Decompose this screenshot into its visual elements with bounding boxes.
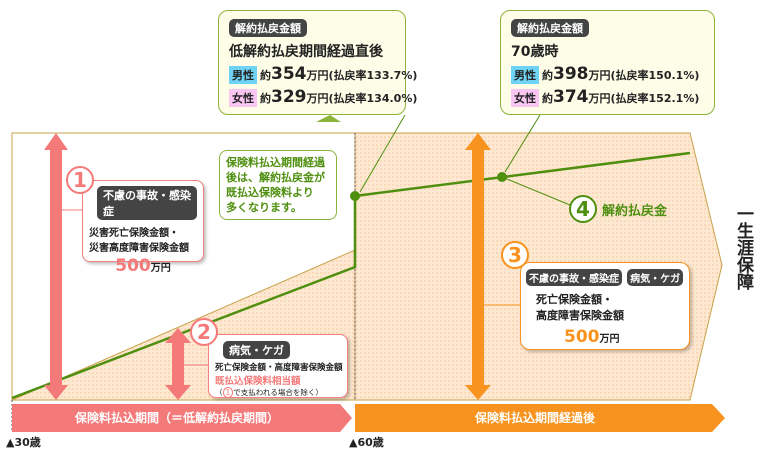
benefit-amount: 500 [115,256,151,276]
female-row: 女性約329万円(払戻率134.0%) [229,87,417,107]
paren: （ [215,388,223,397]
note-bubble: 保険料払込期間経過 後は、解約払戻金が 既払込保険料より 多くなります。 [219,150,337,220]
number-badge-2: 2 [190,318,218,346]
male-rate: (払戻率133.7%) [328,69,418,82]
prefix: 約 [542,69,553,82]
callout-title: 70歳時 [511,44,559,60]
callout-tag: 解約払戻金額 [229,19,307,37]
callout-tag: 解約払戻金額 [511,19,589,37]
circled-number: 1 [222,387,234,398]
unit: 万円 [150,263,171,274]
female-label: 女性 [229,89,257,107]
female-rate: (払戻率152.1%) [610,92,700,105]
male-row: 男性約398万円(払戻率150.1%) [511,64,704,84]
surrender-callout-70: 解約払戻金額 70歳時 男性約398万円(払戻率150.1%) 女性約374万円… [500,10,715,115]
prefix: 約 [260,69,271,82]
female-row: 女性約374万円(払戻率152.1%) [511,87,704,107]
callout-title: 低解約払戻期間経過直後 [229,44,383,60]
unit: 万円 [588,69,611,82]
benefit-amount: 500 [564,327,600,347]
prefix: 約 [542,92,553,105]
male-row: 男性約354万円(払戻率133.7%) [229,64,417,84]
prefix: 約 [260,92,271,105]
age-30-label: ▲30歳 [6,436,41,449]
coverage-arrow-3 [465,133,491,400]
benefit-tag: 不慮の事故・感染症 [97,186,197,220]
note-line: 保険料払込期間経過 [226,156,325,169]
unit: 万円 [306,69,329,82]
benefit-line: 災害死亡保険金額・ [89,228,179,239]
point-60 [350,191,360,201]
male-amount: 398 [553,64,589,84]
note-line: 既払込保険料より [226,186,314,199]
female-rate: (払戻率134.0%) [328,92,418,105]
coverage-arrow-1 [44,133,68,400]
coverage-arrow-2 [165,328,191,400]
age-60-label: ▲60歳 [349,436,384,449]
female-label: 女性 [511,89,539,107]
benefit-line: 高度障害保険金額 [536,309,624,322]
pay-period-label: 保険料払込期間（＝低解約払戻期間） [74,411,279,425]
pay-period-bar [12,404,352,432]
note-line: 後は、解約払戻金が [226,171,325,184]
number-badge-4: 4 [569,195,597,223]
surrender-value-label: 解約払戻金 [602,204,668,219]
benefit-line: 死亡保険金額・ [536,293,613,306]
lifetime-coverage-label: 一生涯保障 [733,205,753,290]
male-amount: 354 [271,64,307,84]
number-badge-3: 3 [501,241,529,269]
benefit-line: 既払込保険料相当額 [215,376,301,387]
male-rate: (払戻率150.1%) [610,69,700,82]
benefit-tag: 不慮の事故・感染症 [526,269,622,286]
male-label: 男性 [511,66,539,84]
note-line: 多くなります。 [226,201,302,214]
unit: 万円 [588,92,611,105]
post-pay-label: 保険料払込期間経過後 [474,411,595,425]
surrender-callout-60: 解約払戻金額 低解約払戻期間経過直後 男性約354万円(払戻率133.7%) 女… [218,10,417,115]
male-label: 男性 [229,66,257,84]
unit: 万円 [306,92,329,105]
number-badge-1: 1 [66,166,94,194]
benefit-line: 災害高度障害保険金額 [89,243,189,254]
benefit-box-1: 不慮の事故・感染症 災害死亡保険金額・ 災害高度障害保険金額 500万円 [82,180,204,276]
benefit-box-3: 不慮の事故・感染症 病気・ケガ 死亡保険金額・ 高度障害保険金額 500万円 [520,262,690,350]
unit: 万円 [599,334,620,345]
note-text: で支払われる場合を除く） [233,388,323,397]
female-amount: 374 [553,87,589,107]
benefit-line: 死亡保険金額・高度障害保険金額 [215,363,343,373]
post-pay-bar [355,404,725,432]
benefit-tag: 病気・ケガ [223,341,290,359]
surrender-value-line [11,151,691,400]
female-amount: 329 [271,87,307,107]
benefit-tag: 病気・ケガ [627,269,684,286]
